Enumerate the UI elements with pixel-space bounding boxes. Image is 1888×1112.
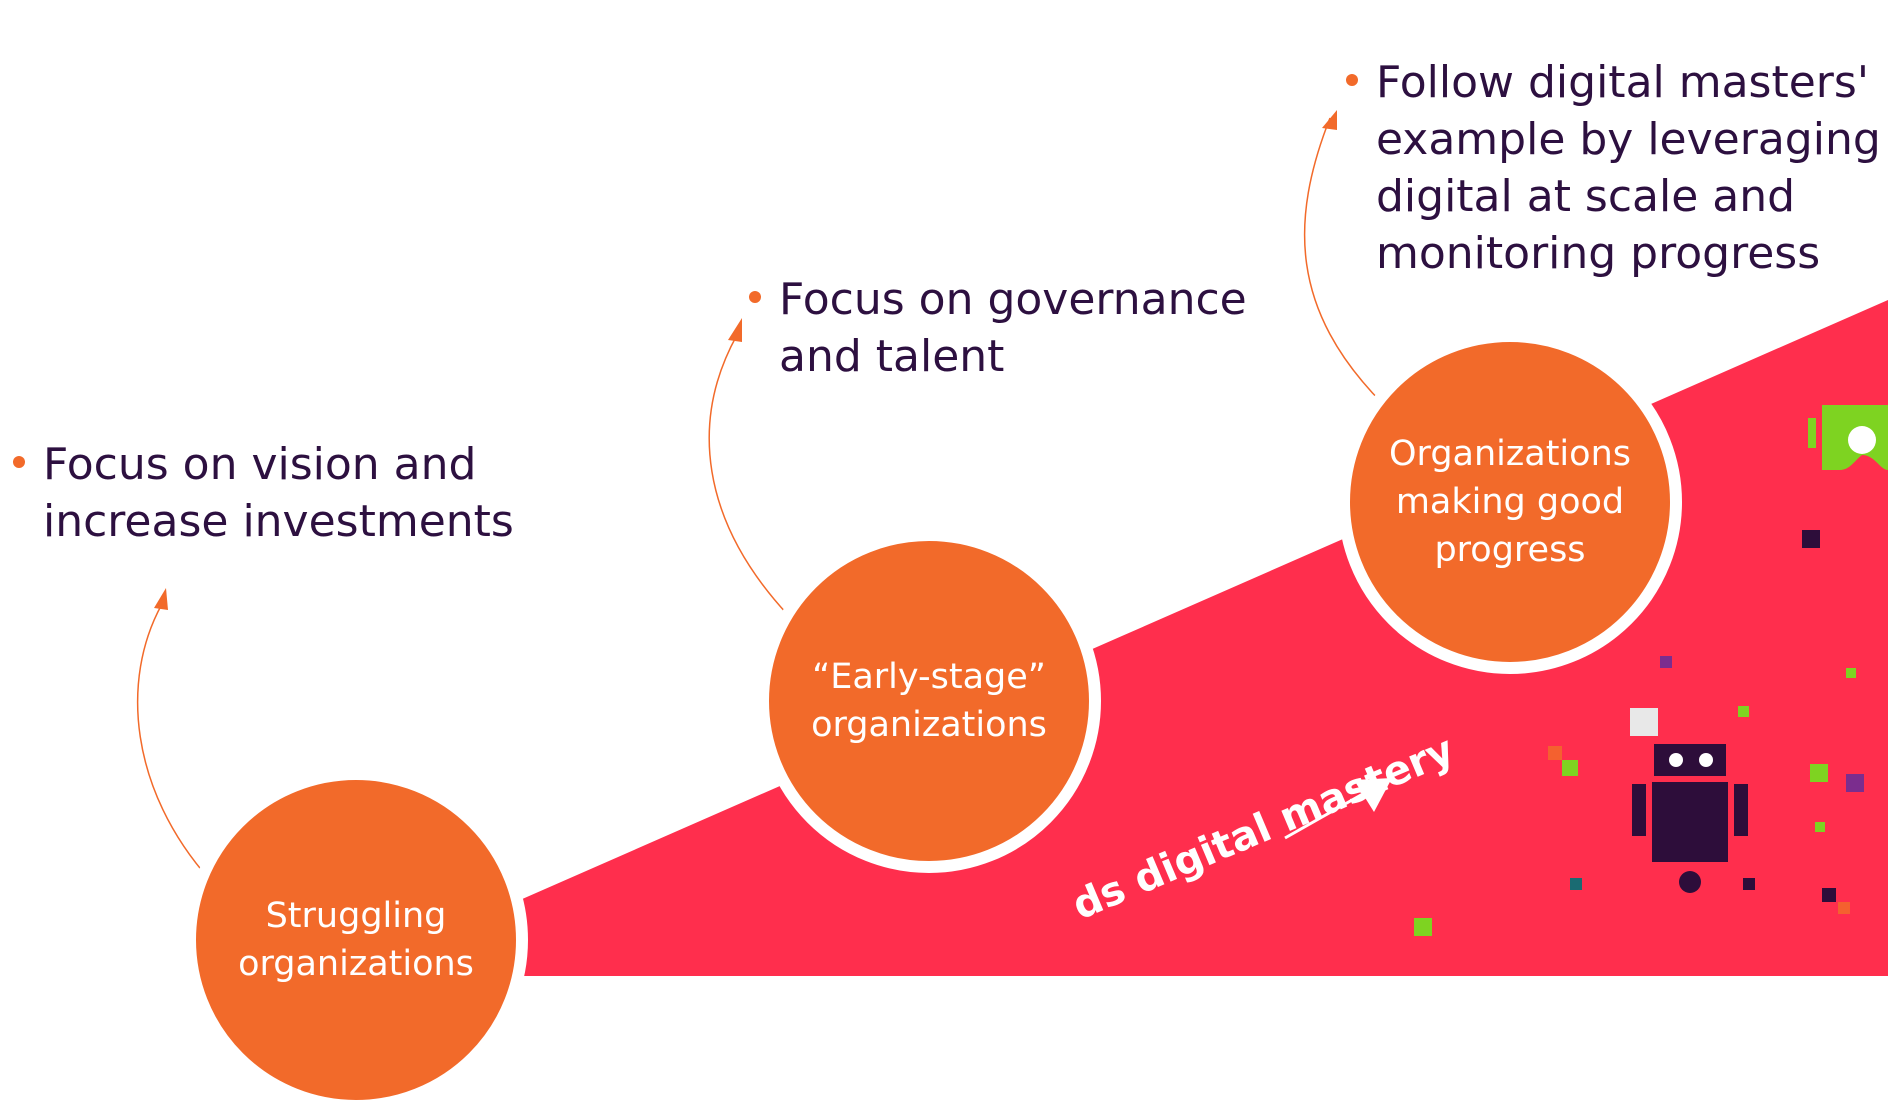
stage-circle-good-progress: Organizations making good progress: [1338, 330, 1682, 674]
decorative-pixels: [1414, 530, 1864, 936]
arrow-stage-2: [708, 334, 789, 616]
ramp-diagram: ds digital mastery: [136, 110, 1888, 976]
robot-icon: [1632, 744, 1748, 893]
stage-circle-struggling: Struggling organizations: [184, 768, 528, 1112]
vr-headset-icon: [1808, 405, 1888, 470]
arrowhead-stage-2: [728, 318, 742, 342]
action-bullet-struggling: Focus on vision and increase investments: [13, 436, 514, 550]
action-bullet-good-progress: Follow digital masters' example by lever…: [1346, 54, 1881, 282]
arrow-stage-1: [136, 603, 211, 881]
stage-label-good-progress: Organizations making good progress: [1389, 434, 1631, 570]
stage-label-struggling: Struggling organizations: [238, 896, 474, 984]
ramp-direction-arrow: [1284, 778, 1392, 840]
action-bullet-early-stage: Focus on governance and talent: [749, 271, 1247, 385]
bullet-dot: [1346, 74, 1358, 86]
arrowhead-stage-3: [1322, 110, 1337, 130]
arrowhead-stage-1: [154, 588, 168, 610]
stage-label-early-stage: “Early-stage” organizations: [811, 657, 1047, 745]
stage-circle-early-stage: “Early-stage” organizations: [757, 529, 1101, 873]
arrow-stage-3: [1303, 117, 1384, 405]
progress-ramp: [210, 300, 1888, 976]
bullet-dot: [749, 291, 761, 303]
bullet-dot: [13, 456, 25, 468]
